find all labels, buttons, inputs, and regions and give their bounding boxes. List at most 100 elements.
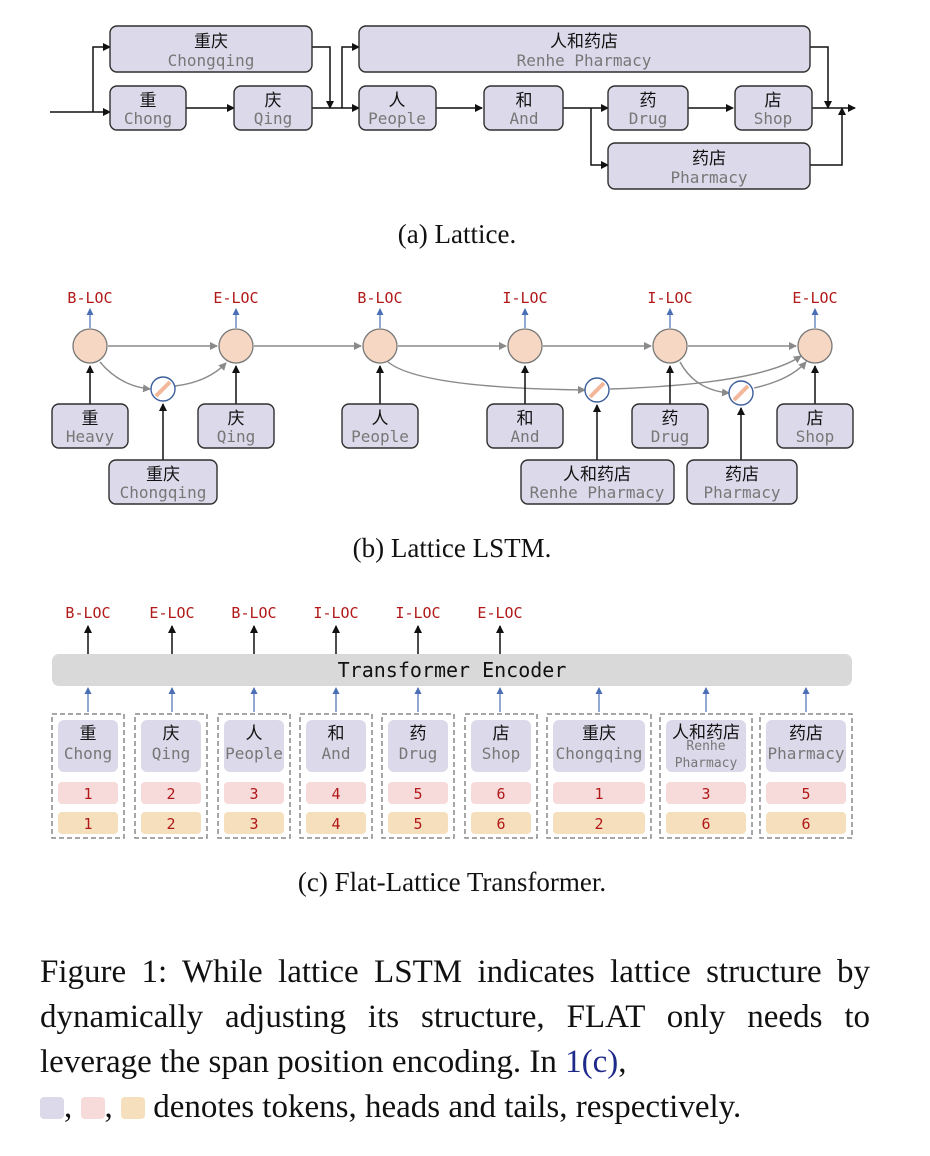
char-en: People [351, 427, 409, 446]
token-zh: 人和药店 [672, 723, 740, 743]
lstm-char-node: 药 Drug [631, 403, 709, 449]
char-en: People [368, 109, 426, 128]
flat-token-group: 和 And 4 4 [299, 713, 373, 839]
lattice-arrow-to-renhe [341, 43, 360, 108]
lattice-lstm-panel: B-LOC E-LOC B-LOC I-LOC I-LOC E-LOC [51, 289, 854, 563]
flat-token-group: 人和药店 Renhe Pharmacy 3 6 [659, 713, 753, 839]
lstm-char-node: 人 People [341, 403, 419, 449]
token-tail: 2 [166, 815, 175, 833]
word-gate [150, 376, 176, 402]
lattice-arrow-chongqing-out [312, 46, 334, 109]
token-zh: 和 [328, 724, 345, 744]
token-zh: 店 [493, 724, 510, 744]
word-en: Renhe Pharmacy [517, 51, 652, 70]
figure-caption: Figure 1: While lattice LSTM indicates l… [40, 950, 870, 1130]
flat-token-group: 药 Drug 5 5 [381, 713, 455, 839]
lattice-caption: (a) Lattice. [398, 219, 516, 249]
word-en: Pharmacy [670, 168, 747, 187]
lstm-cell [72, 328, 108, 364]
tail-color-swatch [121, 1097, 145, 1119]
token-en: Renhe [686, 739, 725, 754]
word-zh: 重庆 [146, 465, 180, 485]
caption-reference-link[interactable]: 1(c) [565, 1044, 619, 1080]
lattice-char-node: 人 People [358, 85, 437, 131]
flat-output-arrows [84, 625, 504, 654]
flat-tag: I-LOC [395, 604, 440, 622]
lstm-skip-paths [99, 355, 807, 397]
head-color-swatch [80, 1097, 105, 1119]
token-head: 1 [594, 785, 603, 803]
lstm-word-node: 重庆 Chongqing [108, 459, 218, 505]
char-zh: 和 [517, 409, 534, 429]
char-zh: 店 [807, 409, 824, 429]
char-en: Heavy [66, 427, 115, 446]
word-zh: 药店 [692, 149, 726, 169]
lattice-word-node: 药店 Pharmacy [607, 142, 811, 190]
token-zh: 重庆 [582, 724, 616, 744]
char-en: Drug [629, 109, 668, 128]
token-tail: 4 [331, 815, 340, 833]
lstm-output-arrows [86, 308, 819, 328]
char-zh: 药 [640, 91, 657, 111]
lattice-word-node: 重庆 Chongqing [109, 25, 313, 73]
lstm-char-node: 和 And [486, 403, 564, 449]
flat-token-group: 重庆 Chongqing 1 2 [546, 713, 652, 839]
flat-tag: E-LOC [149, 604, 194, 622]
lstm-input-arrows [86, 365, 819, 460]
char-en: Chong [124, 109, 172, 128]
token-head: 6 [496, 785, 505, 803]
token-en: Chong [64, 744, 112, 763]
word-gate [584, 377, 610, 403]
lattice-char-node: 店 Shop [734, 85, 813, 131]
caption-sep: , [104, 1089, 113, 1125]
word-zh: 药店 [725, 465, 759, 485]
token-tail: 6 [801, 815, 810, 833]
char-zh: 人 [389, 91, 406, 111]
flat-token-group: 店 Shop 6 6 [464, 713, 538, 839]
char-en: Drug [651, 427, 690, 446]
char-en: And [510, 109, 539, 128]
flat-token-group: 人 People 3 3 [217, 713, 291, 839]
lstm-tag: E-LOC [213, 289, 258, 307]
lattice-arrow-to-pharmacy [590, 108, 609, 169]
flat-input-arrows [84, 687, 810, 712]
lattice-word-node: 人和药店 Renhe Pharmacy [358, 25, 811, 73]
flat-caption: (c) Flat-Lattice Transformer. [298, 867, 606, 897]
flat-token-group: 庆 Qing 2 2 [134, 713, 208, 839]
lattice-char-node: 庆 Qing [233, 85, 313, 131]
lattice-arrow-to-chongqing [92, 43, 111, 112]
token-zh: 药店 [789, 724, 823, 744]
char-zh: 人 [372, 409, 389, 429]
token-en: Drug [399, 744, 438, 763]
token-head: 3 [249, 785, 258, 803]
token-en: Qing [152, 744, 191, 763]
word-zh: 人和药店 [550, 32, 618, 52]
lattice-arrow-pharmacy-out [810, 107, 846, 166]
word-en: Chongqing [120, 483, 207, 502]
char-en: Shop [754, 109, 793, 128]
token-tail: 6 [701, 815, 710, 833]
token-en: People [225, 744, 283, 763]
transformer-encoder: Transformer Encoder [52, 654, 852, 686]
token-head: 3 [701, 785, 710, 803]
flat-tag: E-LOC [477, 604, 522, 622]
caption-text: Figure 1: While lattice LSTM indicates l… [40, 954, 870, 1080]
char-zh: 和 [516, 91, 533, 111]
word-zh: 人和药店 [563, 465, 631, 485]
token-tail: 2 [594, 815, 603, 833]
word-zh: 重庆 [194, 32, 228, 52]
lstm-cell [652, 328, 688, 364]
token-tail: 1 [83, 815, 92, 833]
lstm-tag: I-LOC [502, 289, 547, 307]
token-en: Chongqing [556, 744, 643, 763]
lstm-word-node: 药店 Pharmacy [686, 459, 798, 505]
lattice-arrow-renhe-out [810, 46, 832, 109]
char-en: And [511, 427, 540, 446]
flat-tag: B-LOC [65, 604, 110, 622]
lstm-tag: B-LOC [357, 289, 402, 307]
figure-diagram: 重庆 Chongqing 人和药店 Renhe Pharmacy 药店 Phar… [50, 25, 856, 897]
token-head: 2 [166, 785, 175, 803]
flat-panel: B-LOC E-LOC B-LOC I-LOC I-LOC E-LOC Tran… [51, 604, 853, 897]
lstm-tag: I-LOC [647, 289, 692, 307]
caption-sep: , [64, 1089, 73, 1125]
